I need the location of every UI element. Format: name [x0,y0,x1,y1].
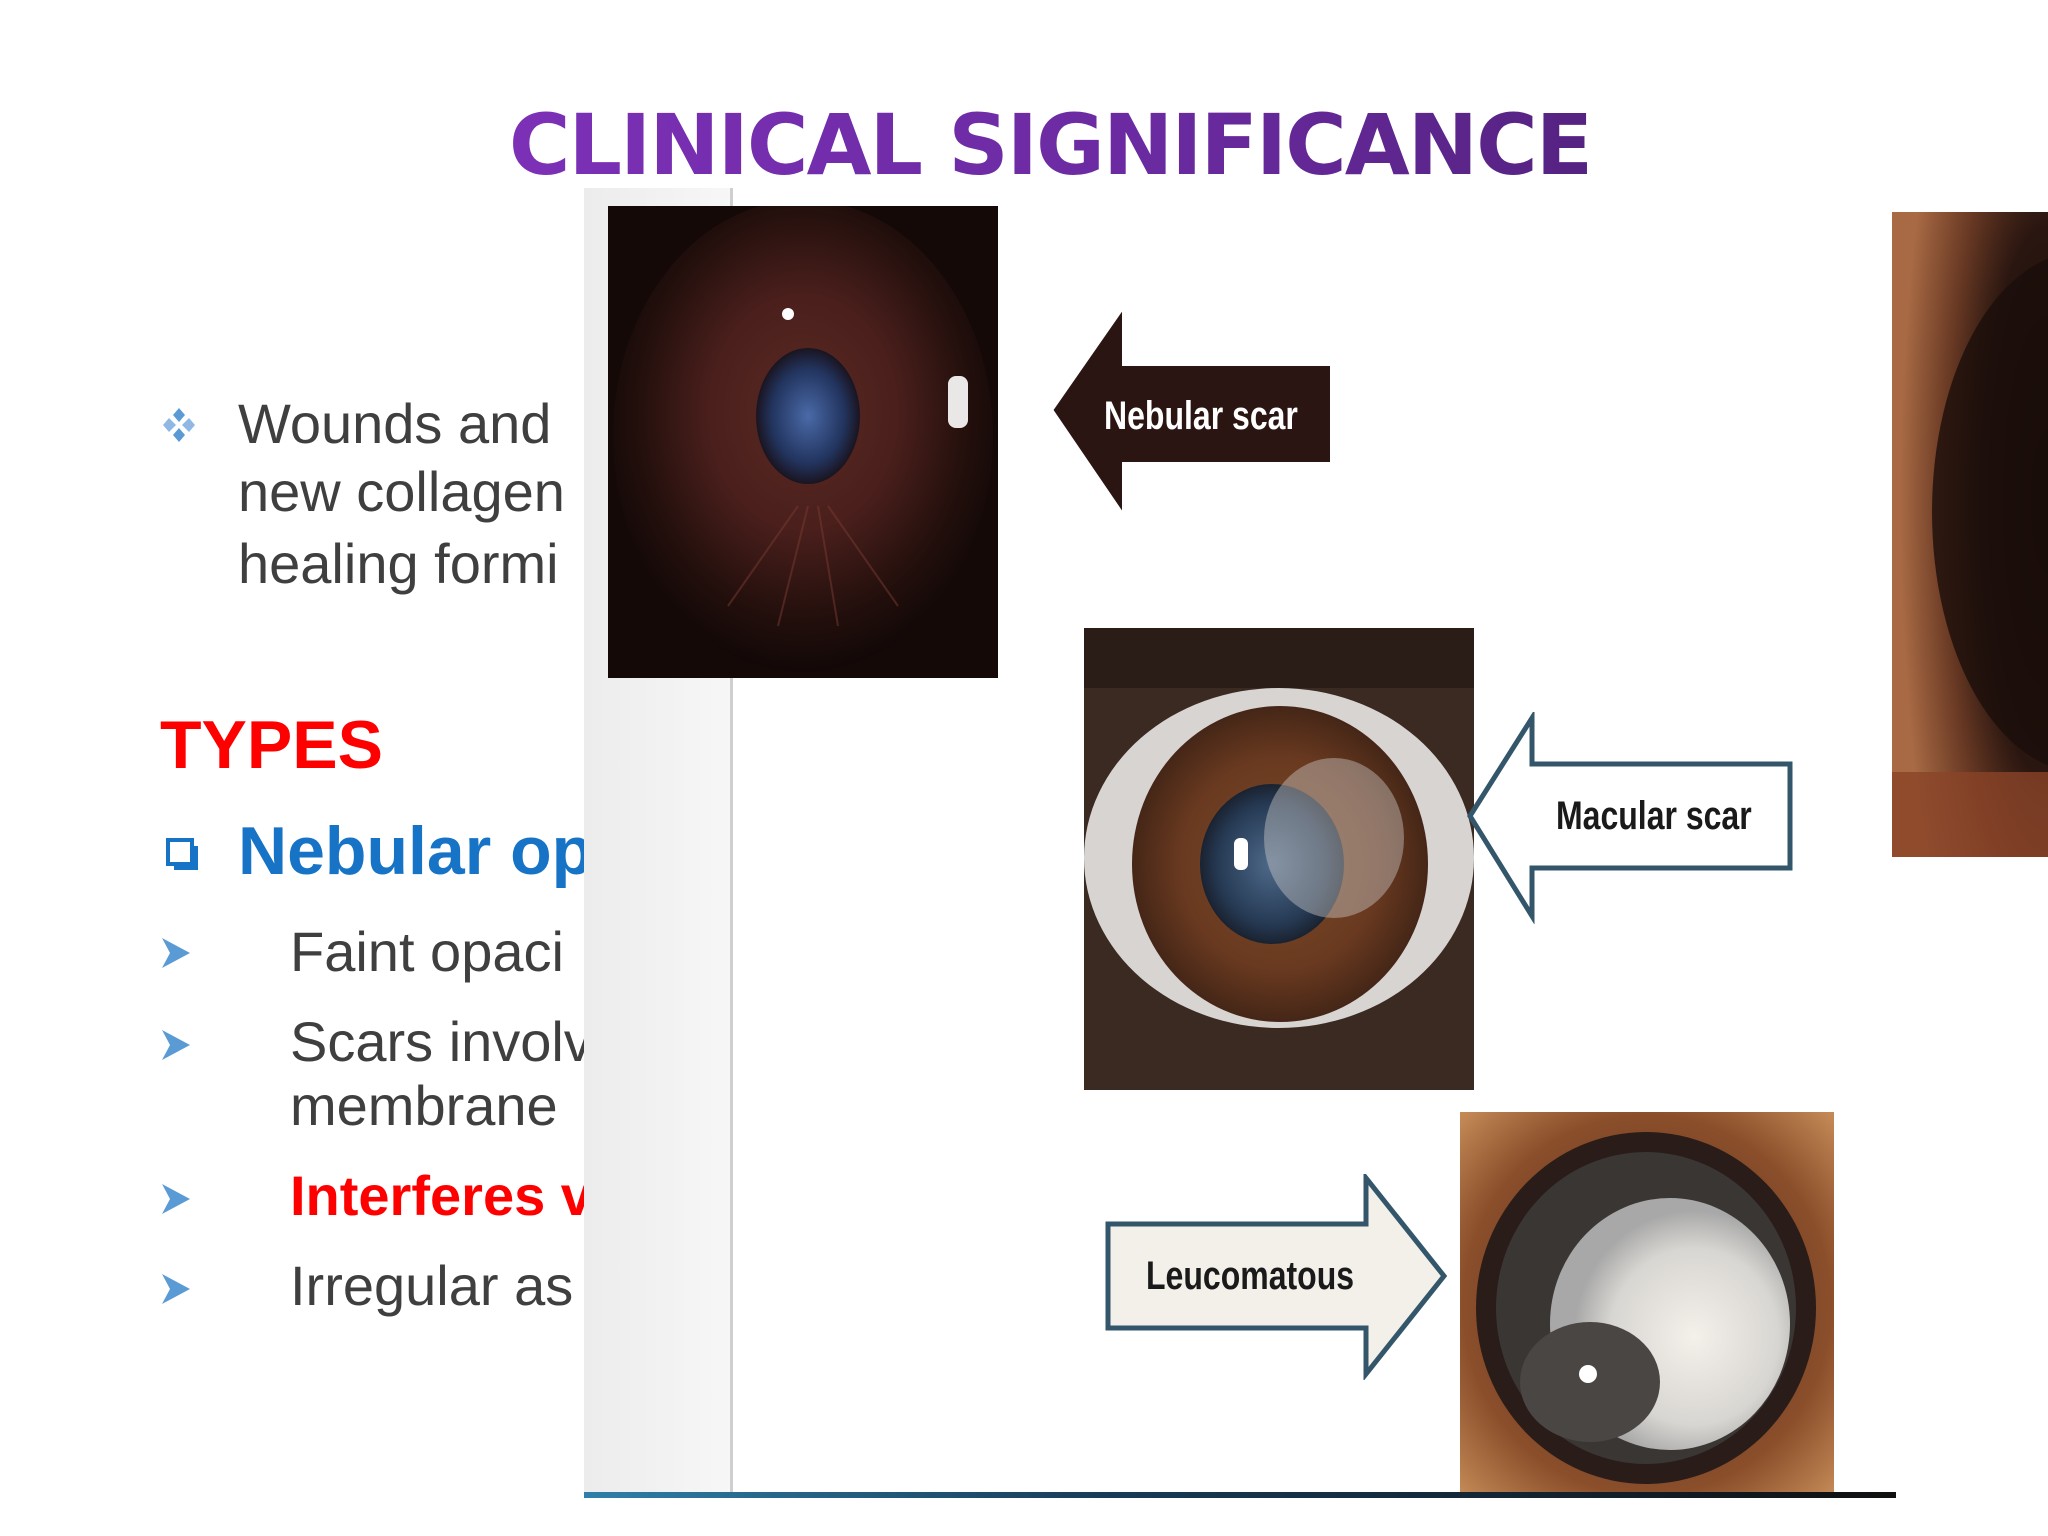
subheading: Nebular op [238,813,594,889]
label-macular-scar: Macular scar [1556,794,1752,838]
arrowhead-icon [162,1274,190,1304]
list-item: Scars involv membrane [290,1010,592,1138]
list-item: Irregular as [290,1254,573,1318]
slide-title: CLINICAL SIGNIFICANCE [0,96,2048,194]
arrowhead-icon [162,1030,190,1060]
types-heading: TYPES [160,707,383,783]
eye-photo-leucomatous [1460,1112,1834,1498]
arrow-right-outline-icon [1105,1174,1448,1380]
label-nebular-scar: Nebular scar [1104,394,1298,438]
eye-photo-partial-right [1892,212,2048,857]
eye-photo-nebular [608,206,998,678]
paragraph: Wounds and new collagen healing formi [238,390,565,598]
list-item: Faint opaci [290,920,564,984]
label-leucomatous: Leucomatous [1146,1254,1355,1298]
arrowhead-icon [162,1184,190,1214]
list-item-line: membrane [290,1074,558,1137]
list-item-line: Faint opaci [290,920,564,983]
figure-bottom-rule [584,1492,1896,1498]
list-item-line: Interferes v [290,1164,592,1227]
figure-divider [730,188,733,1498]
arrow-left-icon [1053,312,1330,511]
list-item: Interferes v [290,1164,592,1228]
list-item-line: Irregular as [290,1254,574,1317]
corneal-opacity-figure: Nebular scar [584,188,1896,1498]
arrowhead-icon [162,938,190,968]
paragraph-line: Wounds and [238,392,552,455]
four-diamond-icon [163,408,195,442]
paragraph-line: healing formi [238,532,559,595]
hollow-square-icon [166,838,198,870]
eye-photo-macular [1084,628,1474,1090]
list-item-line: Scars involv [290,1010,592,1073]
arrow-left-outline-icon [1467,712,1793,924]
paragraph-line: new collagen [238,460,565,523]
